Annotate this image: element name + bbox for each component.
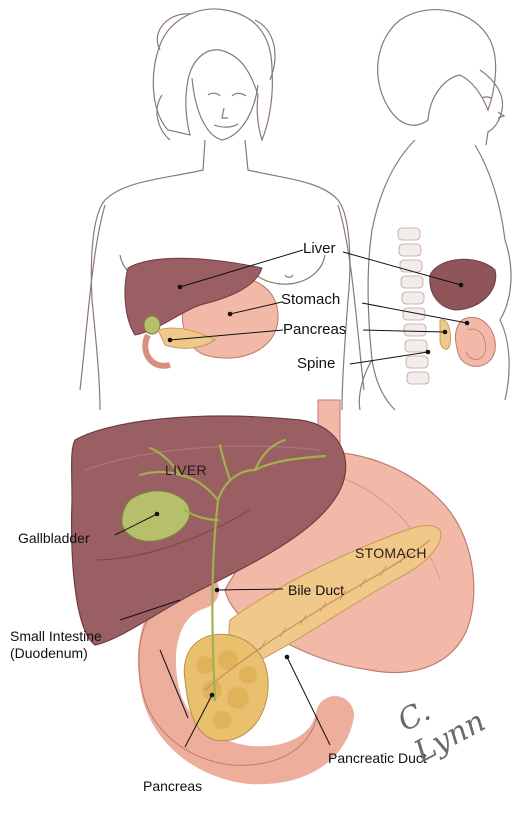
- label-small-intestine: Small Intestine: [10, 628, 102, 644]
- label-pancreas-lower: Pancreas: [143, 778, 202, 794]
- label-bile-duct: Bile Duct: [288, 582, 344, 598]
- side-spine: [398, 228, 429, 384]
- front-figure-face: [192, 78, 258, 140]
- label-spine: Spine: [297, 355, 335, 372]
- side-organs: [430, 259, 496, 366]
- front-gallbladder: [144, 316, 160, 334]
- label-duodenum: (Duodenum): [10, 645, 88, 661]
- label-liver-caps: LIVER: [165, 462, 207, 478]
- side-figure-face: [480, 70, 503, 145]
- label-pancreatic-duct: Pancreatic Duct: [328, 750, 427, 766]
- side-figure-hair: [378, 10, 496, 126]
- label-gallbladder: Gallbladder: [18, 530, 90, 546]
- label-pancreas-upper: Pancreas: [283, 321, 346, 338]
- label-liver: Liver: [303, 240, 336, 257]
- side-stomach: [455, 317, 495, 366]
- side-pancreas: [440, 320, 451, 349]
- front-figure-hair: [153, 9, 272, 140]
- front-organs: [125, 258, 278, 366]
- label-stomach: Stomach: [281, 291, 340, 308]
- label-stomach-caps: STOMACH: [355, 545, 427, 561]
